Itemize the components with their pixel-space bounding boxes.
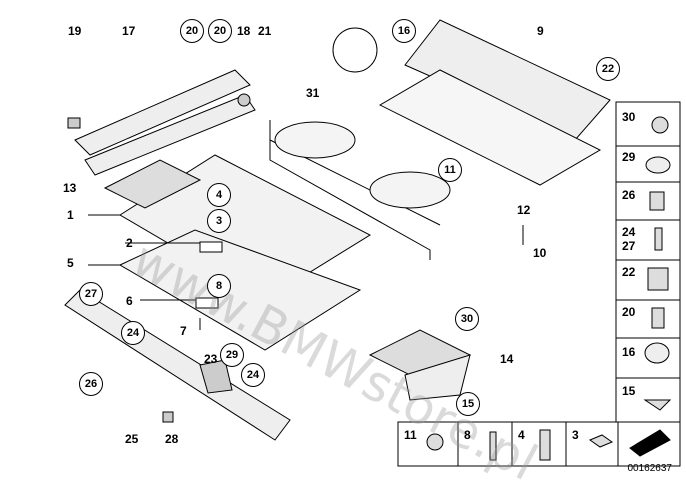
callout-6: 6	[126, 294, 133, 308]
callout-26: 26	[79, 372, 103, 396]
callout-10: 10	[533, 246, 547, 260]
callout-22: 22	[596, 57, 620, 81]
bottom-part-11: 11	[404, 428, 417, 442]
callout-9: 9	[537, 24, 544, 38]
side-part-24: 24	[622, 225, 636, 239]
callout-17: 17	[122, 24, 136, 38]
callout-16: 16	[392, 19, 416, 43]
document-id: 00162637	[627, 463, 673, 474]
callout-15: 15	[456, 392, 480, 416]
callout-18: 18	[237, 24, 251, 38]
callout-19: 19	[68, 24, 82, 38]
callout-20a: 20	[180, 19, 204, 43]
callout-29: 29	[220, 343, 244, 367]
callout-24a: 24	[121, 321, 145, 345]
bottom-part-3: 3	[572, 428, 579, 442]
callout-30: 30	[455, 307, 479, 331]
callout-23: 23	[204, 352, 218, 366]
callout-12: 12	[517, 203, 531, 217]
callout-8: 8	[207, 274, 231, 298]
callout-11: 11	[438, 158, 462, 182]
callout-27: 27	[79, 282, 103, 306]
side-part-22: 22	[622, 265, 636, 279]
callout-28: 28	[165, 432, 179, 446]
callout-21: 21	[258, 24, 272, 38]
callout-1: 1	[67, 208, 74, 222]
side-part-27: 27	[622, 239, 636, 253]
side-part-20: 20	[622, 305, 636, 319]
callout-5: 5	[67, 256, 74, 270]
bottom-part-8: 8	[464, 428, 471, 442]
callout-25: 25	[125, 432, 139, 446]
callout-2: 2	[126, 236, 133, 250]
side-part-30: 30	[622, 110, 636, 124]
callout-7: 7	[180, 324, 187, 338]
side-part-26: 26	[622, 188, 636, 202]
callout-4: 4	[207, 183, 231, 207]
callout-13: 13	[63, 181, 77, 195]
callout-31: 31	[306, 86, 320, 100]
bottom-part-4: 4	[518, 428, 525, 442]
side-part-29: 29	[622, 150, 636, 164]
callout-14: 14	[500, 352, 514, 366]
callout-24b: 24	[241, 363, 265, 387]
side-part-15: 15	[622, 384, 636, 398]
callout-3: 3	[207, 209, 231, 233]
callout-20b: 20	[208, 19, 232, 43]
side-part-16: 16	[622, 345, 636, 359]
